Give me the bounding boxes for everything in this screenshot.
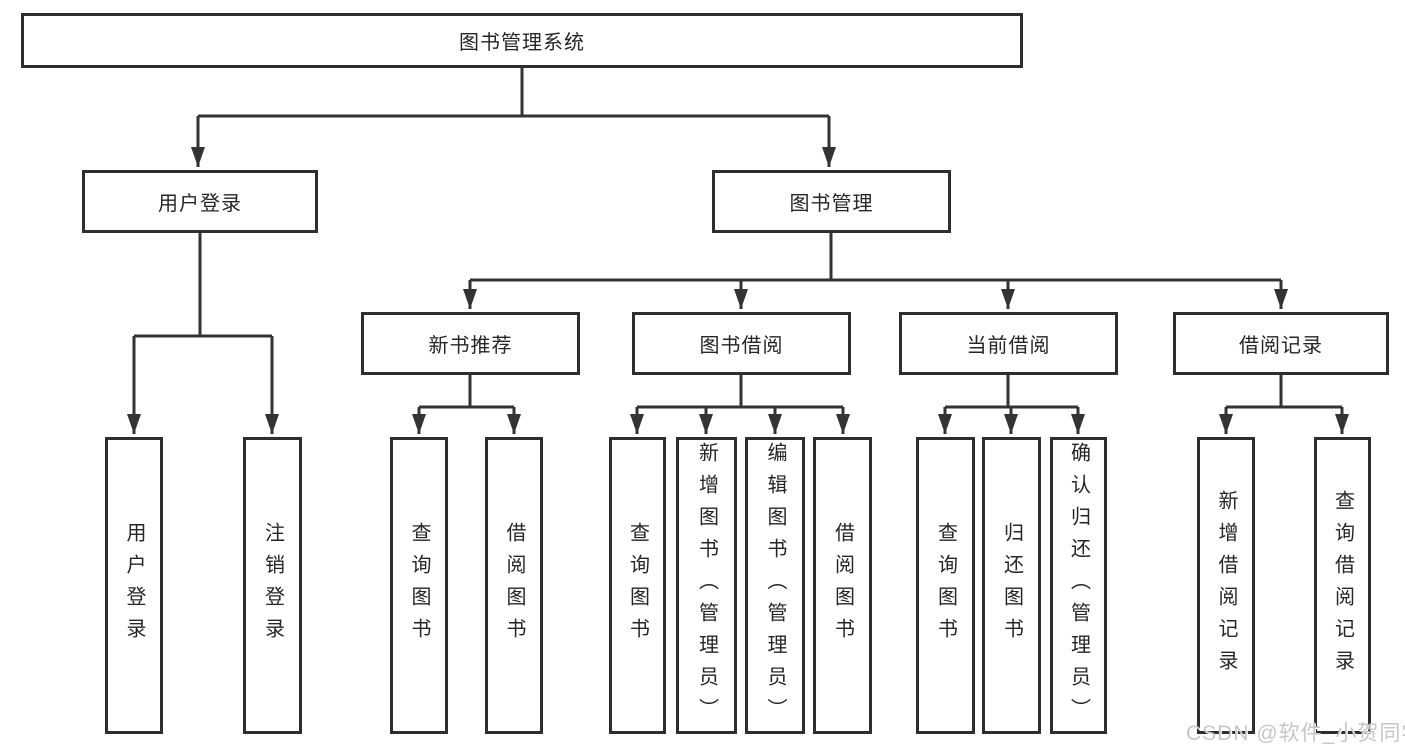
leaf-label: 查询图书 [408,521,430,650]
leaf-logout: 注销登录 [243,437,302,734]
leaf-confirm-return-admin: 确认归还（管理员） [1050,437,1107,734]
leaf-label: 查询图书 [626,521,649,650]
leaf-label: 查询借阅记录 [1331,489,1354,682]
node-book-management: 图书管理 [712,170,951,233]
node-label: 当前借阅 [966,335,1051,357]
node-label: 图书管理系统 [459,32,585,54]
node-label: 新书推荐 [428,335,513,357]
leaf-label: 注销登录 [261,521,284,650]
leaf-label: 归还图书 [1000,521,1023,650]
leaf-label: 确认归还（管理员） [1067,441,1090,730]
node-label: 借阅记录 [1239,335,1323,357]
leaf-return-books: 归还图书 [982,437,1041,734]
leaf-user-login: 用户登录 [105,437,163,734]
leaf-query-books-recommend: 查询图书 [390,437,448,734]
node-label: 用户登录 [158,193,242,215]
leaf-label: 用户登录 [123,521,145,650]
leaf-label: 借阅图书 [831,521,854,650]
leaf-label: 新增图书（管理员） [695,441,718,730]
node-library-management-system: 图书管理系统 [21,13,1023,68]
leaf-label: 借阅图书 [503,521,525,650]
leaf-edit-books-admin: 编辑图书（管理员） [745,437,805,734]
leaf-borrow-books: 借阅图书 [813,437,872,734]
leaf-add-books-admin: 新增图书（管理员） [676,437,737,734]
node-user-login: 用户登录 [82,170,318,233]
node-book-borrowing: 图书借阅 [632,312,851,375]
node-current-borrowing: 当前借阅 [899,312,1118,375]
leaf-label: 查询图书 [934,521,957,650]
csdn-watermark: CSDN @软件_小贺同学 [1186,722,1405,745]
leaf-borrow-books-recommend: 借阅图书 [485,437,543,734]
leaf-label: 编辑图书（管理员） [764,441,786,730]
leaf-label: 新增借阅记录 [1215,489,1237,682]
node-borrowing-records: 借阅记录 [1173,312,1389,375]
node-label: 图书管理 [789,193,874,215]
leaf-query-books-borrowing: 查询图书 [609,437,666,734]
leaf-query-borrow-record: 查询借阅记录 [1314,437,1371,734]
node-label: 图书借阅 [699,335,784,357]
leaf-add-borrow-record: 新增借阅记录 [1197,437,1255,734]
node-new-book-recommend: 新书推荐 [361,312,580,375]
leaf-query-books-current: 查询图书 [916,437,975,734]
